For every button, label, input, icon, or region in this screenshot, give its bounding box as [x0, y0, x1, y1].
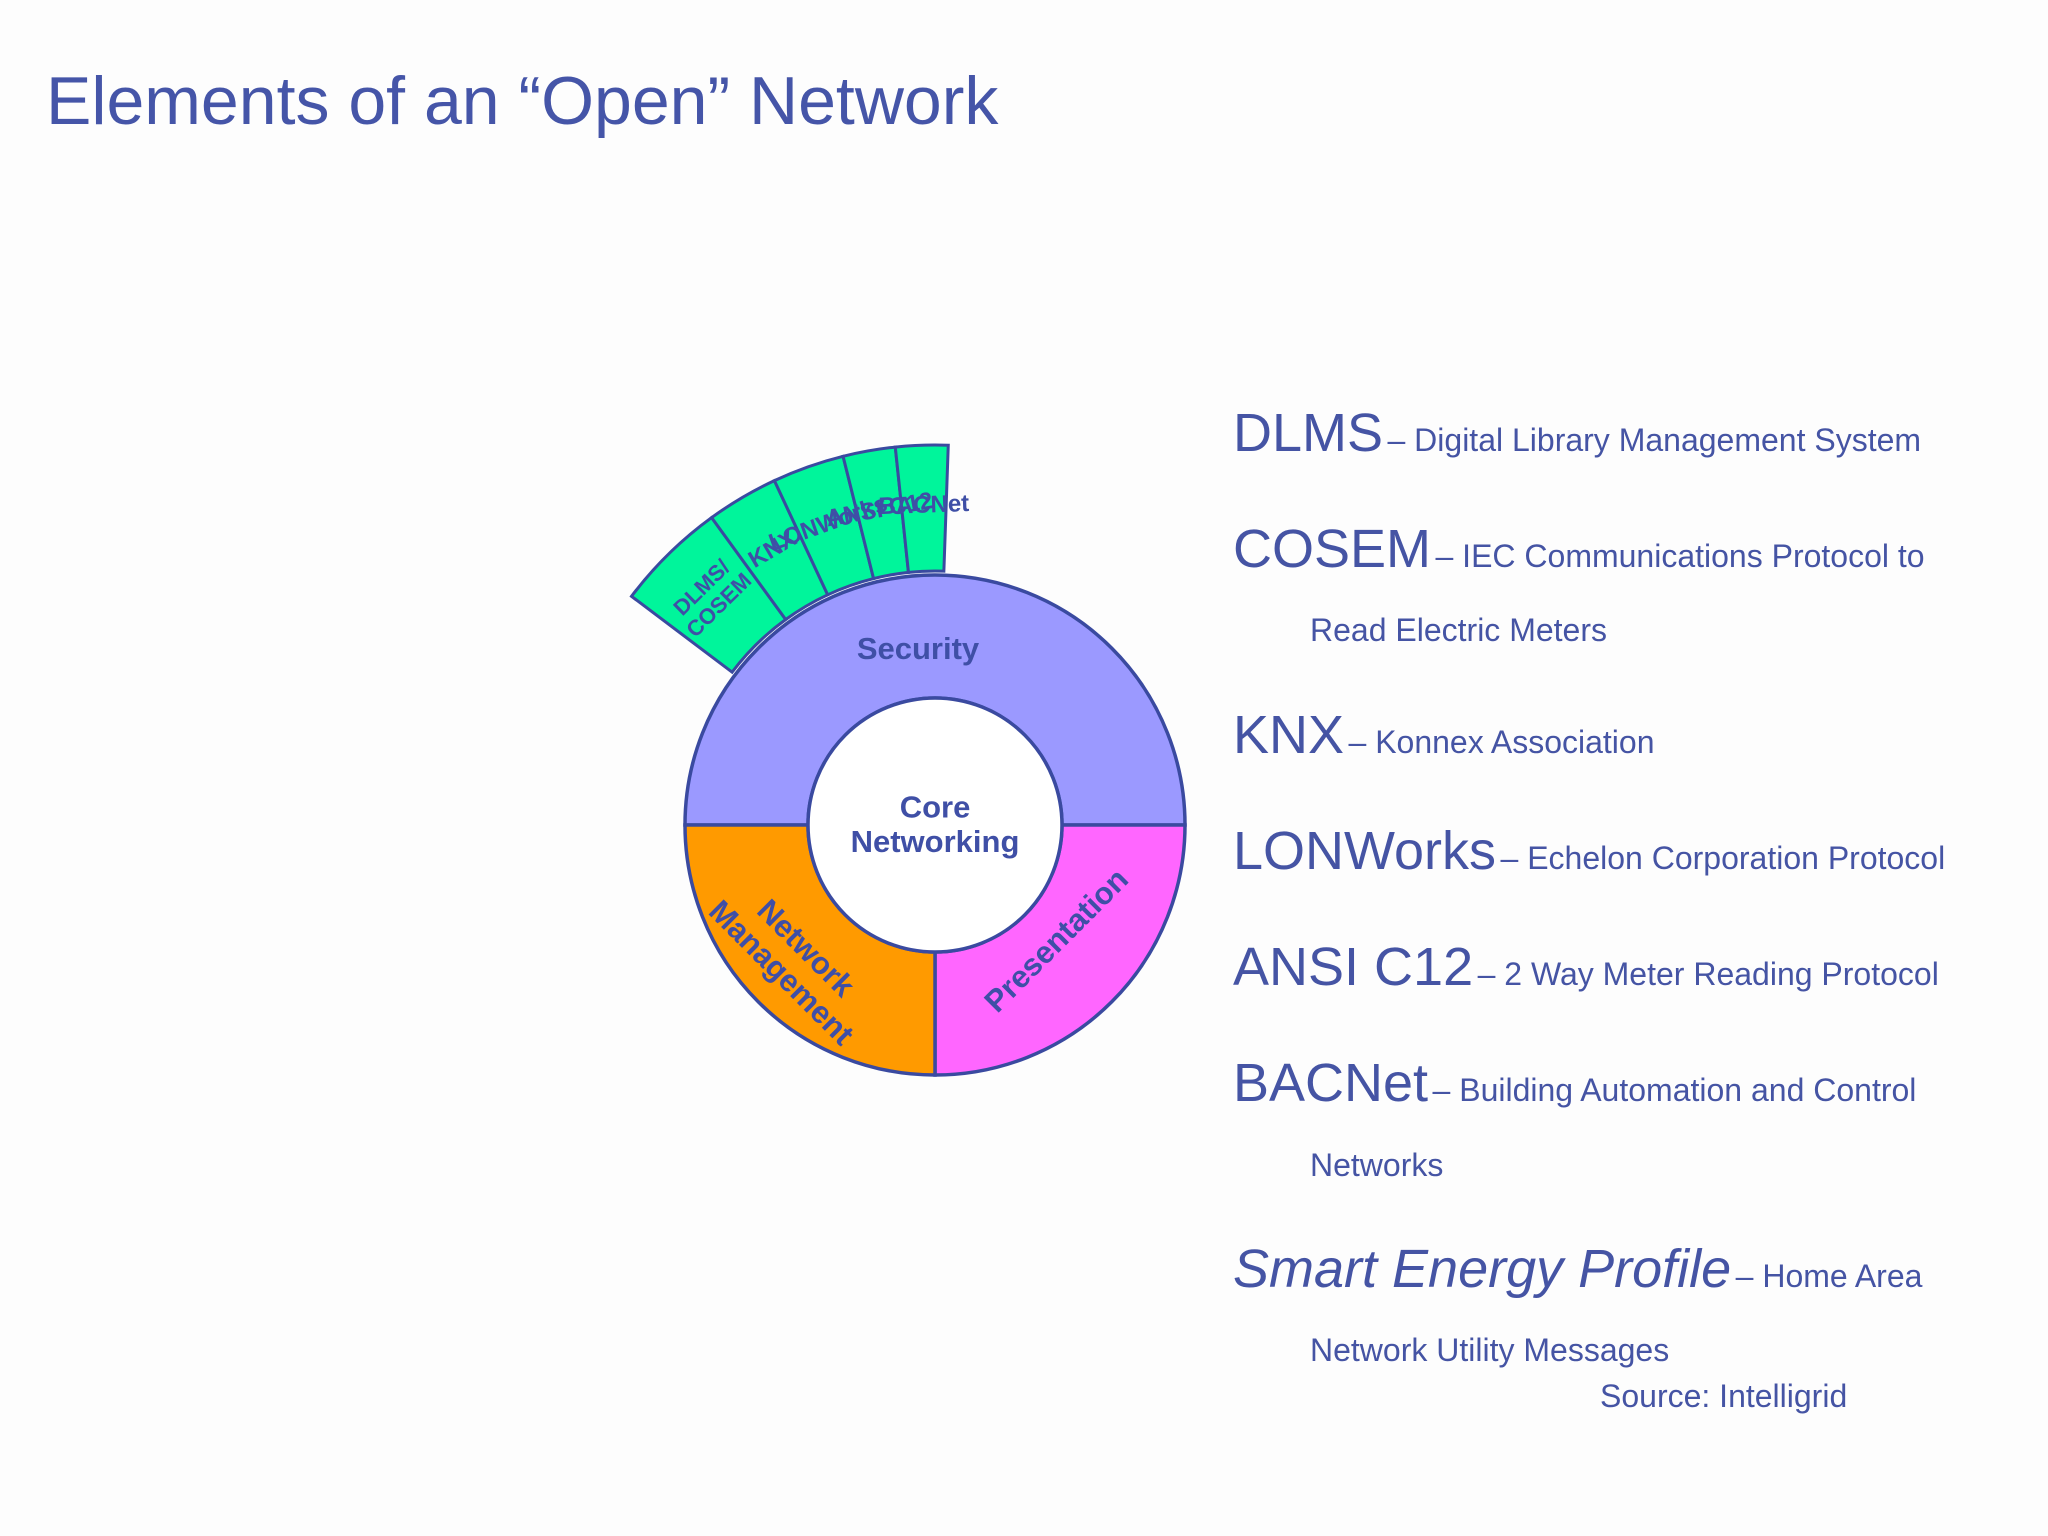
definition-cosem: COSEM – IEC Communications Protocol to — [1233, 518, 1925, 580]
definition-term: Smart Energy Profile — [1233, 1239, 1732, 1299]
definition-term: ANSI C12 — [1233, 937, 1474, 997]
definition-desc: – Home Area — [1735, 1258, 1923, 1294]
definition-term: BACNet — [1233, 1053, 1429, 1113]
definition-desc: – 2 Way Meter Reading Protocol — [1477, 956, 1939, 992]
protocol-wedge-label: BACNet — [878, 490, 970, 520]
definition-dlms: DLMS – Digital Library Management System — [1233, 402, 1921, 464]
definition-term: COSEM — [1233, 519, 1432, 579]
definition-knx: KNX – Konnex Association — [1233, 704, 1654, 766]
definition-term: KNX — [1233, 705, 1345, 765]
definition-desc-continued: Network Utility Messages — [1310, 1332, 1670, 1368]
protocol-wedge — [629, 515, 788, 675]
definition-desc: – IEC Communications Protocol to — [1435, 538, 1925, 574]
definition-term: DLMS — [1233, 403, 1384, 463]
source-note: Source: Intelligrid — [1600, 1378, 1848, 1414]
page-title: Elements of an “Open” Network — [46, 63, 999, 139]
definition-desc: – Echelon Corporation Protocol — [1500, 840, 1946, 876]
definition-smart-energy-profile: Smart Energy Profile – Home Area — [1233, 1238, 1922, 1300]
definition-ansi-c12: ANSI C12 – 2 Way Meter Reading Protocol — [1233, 936, 1939, 998]
core-networking-circle — [806, 696, 1064, 954]
protocol-wedge — [772, 454, 876, 597]
definition-desc-continued: Networks — [1310, 1147, 1444, 1183]
protocol-wedge — [841, 445, 911, 581]
security-label: Security — [857, 631, 980, 666]
definition-desc: – Digital Library Management System — [1387, 422, 1922, 458]
definition-bacnet: BACNet – Building Automation and Control — [1233, 1052, 1916, 1114]
protocol-wedge — [893, 443, 950, 575]
definition-desc: – Konnex Association — [1348, 724, 1655, 760]
protocol-wedge — [709, 478, 830, 622]
definition-desc: – Building Automation and Control — [1432, 1072, 1917, 1108]
definition-lonworks: LONWorks – Echelon Corporation Protocol — [1233, 820, 1945, 882]
definition-desc-continued: Read Electric Meters — [1310, 612, 1607, 648]
definition-term: LONWorks — [1233, 821, 1497, 881]
